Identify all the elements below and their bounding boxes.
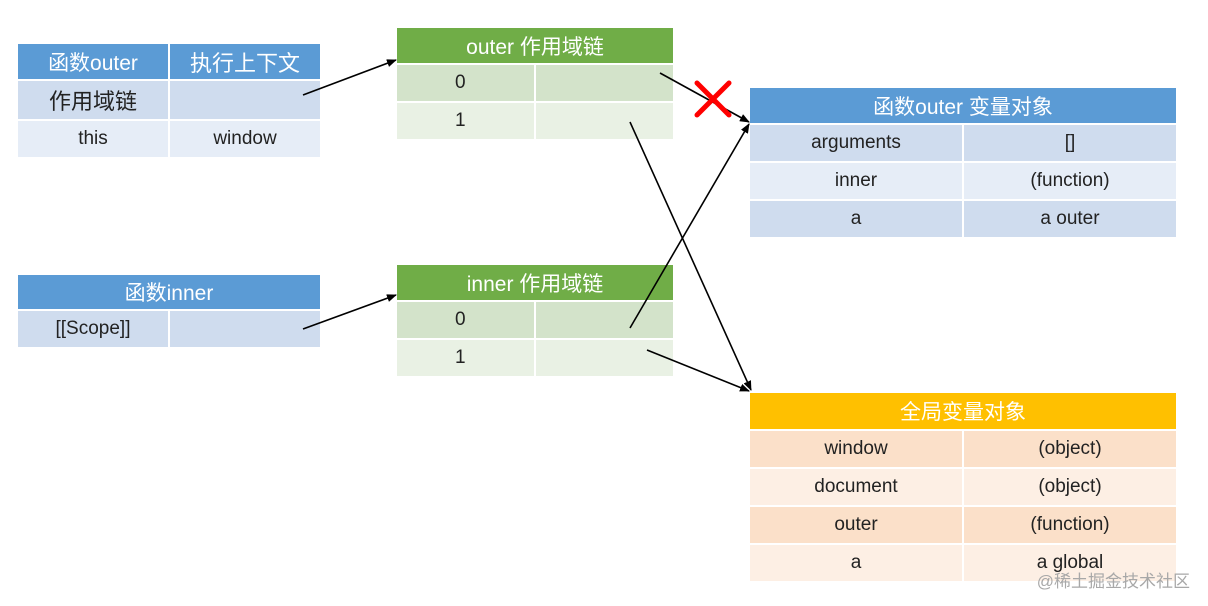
outer-context-value-scope xyxy=(170,81,322,121)
watermark: @稀土掘金技术社区 xyxy=(1036,572,1190,591)
outer-chain-title: outer 作用域链 xyxy=(397,28,675,65)
outer-context-key-scope: 作用域链 xyxy=(18,81,170,121)
outer-chain-value-0 xyxy=(536,65,675,103)
outer-variable-object-table: 函数outer 变量对象 arguments [] inner (functio… xyxy=(750,88,1178,239)
outer-context-row-this: this window xyxy=(18,121,322,159)
global-vo-row-document: document (object) xyxy=(750,469,1178,507)
inner-func-key-scope: [[Scope]] xyxy=(18,311,170,349)
outer-vo-header: 函数outer 变量对象 xyxy=(750,88,1178,125)
outer-vo-row-a: a a outer xyxy=(750,201,1178,239)
global-vo-value-a: a global xyxy=(964,545,1178,583)
outer-chain-row-1: 1 xyxy=(397,103,675,141)
global-vo-value-outer: (function) xyxy=(964,507,1178,545)
outer-chain-row-0: 0 xyxy=(397,65,675,103)
outer-vo-row-inner: inner (function) xyxy=(750,163,1178,201)
global-vo-key-outer: outer xyxy=(750,507,964,545)
outer-execution-context-table: 函数outer 执行上下文 作用域链 this window xyxy=(18,44,322,159)
outer-context-header: 函数outer 执行上下文 xyxy=(18,44,322,81)
inner-chain-key-1: 1 xyxy=(397,340,536,378)
inner-chain-header: inner 作用域链 xyxy=(397,265,675,302)
global-vo-row-outer: outer (function) xyxy=(750,507,1178,545)
inner-func-value-scope xyxy=(170,311,322,349)
global-vo-key-document: document xyxy=(750,469,964,507)
arrow-outer-chain0-to-outer-vo xyxy=(659,72,750,123)
inner-chain-row-1: 1 xyxy=(397,340,675,378)
inner-func-row-scope: [[Scope]] xyxy=(18,311,322,349)
global-vo-title: 全局变量对象 xyxy=(750,393,1178,431)
outer-context-title-right: 执行上下文 xyxy=(170,44,322,81)
global-vo-value-document: (object) xyxy=(964,469,1178,507)
inner-chain-title: inner 作用域链 xyxy=(397,265,675,302)
global-vo-value-window: (object) xyxy=(964,431,1178,469)
outer-vo-key-a: a xyxy=(750,201,964,239)
outer-context-value-this: window xyxy=(170,121,322,159)
inner-func-title: 函数inner xyxy=(18,275,322,311)
outer-vo-key-arguments: arguments xyxy=(750,125,964,163)
inner-function-table: 函数inner [[Scope]] xyxy=(18,275,322,349)
inner-chain-value-0 xyxy=(536,302,675,340)
outer-chain-key-0: 0 xyxy=(397,65,536,103)
global-variable-object-table: 全局变量对象 window (object) document (object)… xyxy=(750,393,1178,583)
global-vo-header: 全局变量对象 xyxy=(750,393,1178,431)
inner-func-header: 函数inner xyxy=(18,275,322,311)
arrow-outer-chain1-to-global-vo xyxy=(629,121,752,391)
inner-chain-value-1 xyxy=(536,340,675,378)
outer-vo-title: 函数outer 变量对象 xyxy=(750,88,1178,125)
inner-scope-chain-table: inner 作用域链 0 1 xyxy=(397,265,675,378)
outer-vo-key-inner: inner xyxy=(750,163,964,201)
outer-context-title-left: 函数outer xyxy=(18,44,170,81)
arrow-inner-chain1-to-global-vo xyxy=(646,349,750,392)
global-vo-key-window: window xyxy=(750,431,964,469)
inner-chain-key-0: 0 xyxy=(397,302,536,340)
global-vo-row-window: window (object) xyxy=(750,431,1178,469)
outer-chain-header: outer 作用域链 xyxy=(397,28,675,65)
outer-chain-key-1: 1 xyxy=(397,103,536,141)
arrow-inner-func-to-inner-chain xyxy=(302,294,397,330)
outer-context-row-scope: 作用域链 xyxy=(18,81,322,121)
outer-scope-chain-table: outer 作用域链 0 1 xyxy=(397,28,675,141)
outer-chain-value-1 xyxy=(536,103,675,141)
arrow-inner-chain0-to-outer-vo xyxy=(629,123,750,329)
global-vo-row-a: a a global xyxy=(750,545,1178,583)
cross-icon xyxy=(694,80,732,118)
outer-vo-value-arguments: [] xyxy=(964,125,1178,163)
inner-chain-row-0: 0 xyxy=(397,302,675,340)
outer-vo-value-inner: (function) xyxy=(964,163,1178,201)
global-vo-key-a: a xyxy=(750,545,964,583)
outer-context-key-this: this xyxy=(18,121,170,159)
arrow-outer-context-to-outer-chain xyxy=(302,59,397,96)
outer-vo-value-a: a outer xyxy=(964,201,1178,239)
outer-vo-row-arguments: arguments [] xyxy=(750,125,1178,163)
